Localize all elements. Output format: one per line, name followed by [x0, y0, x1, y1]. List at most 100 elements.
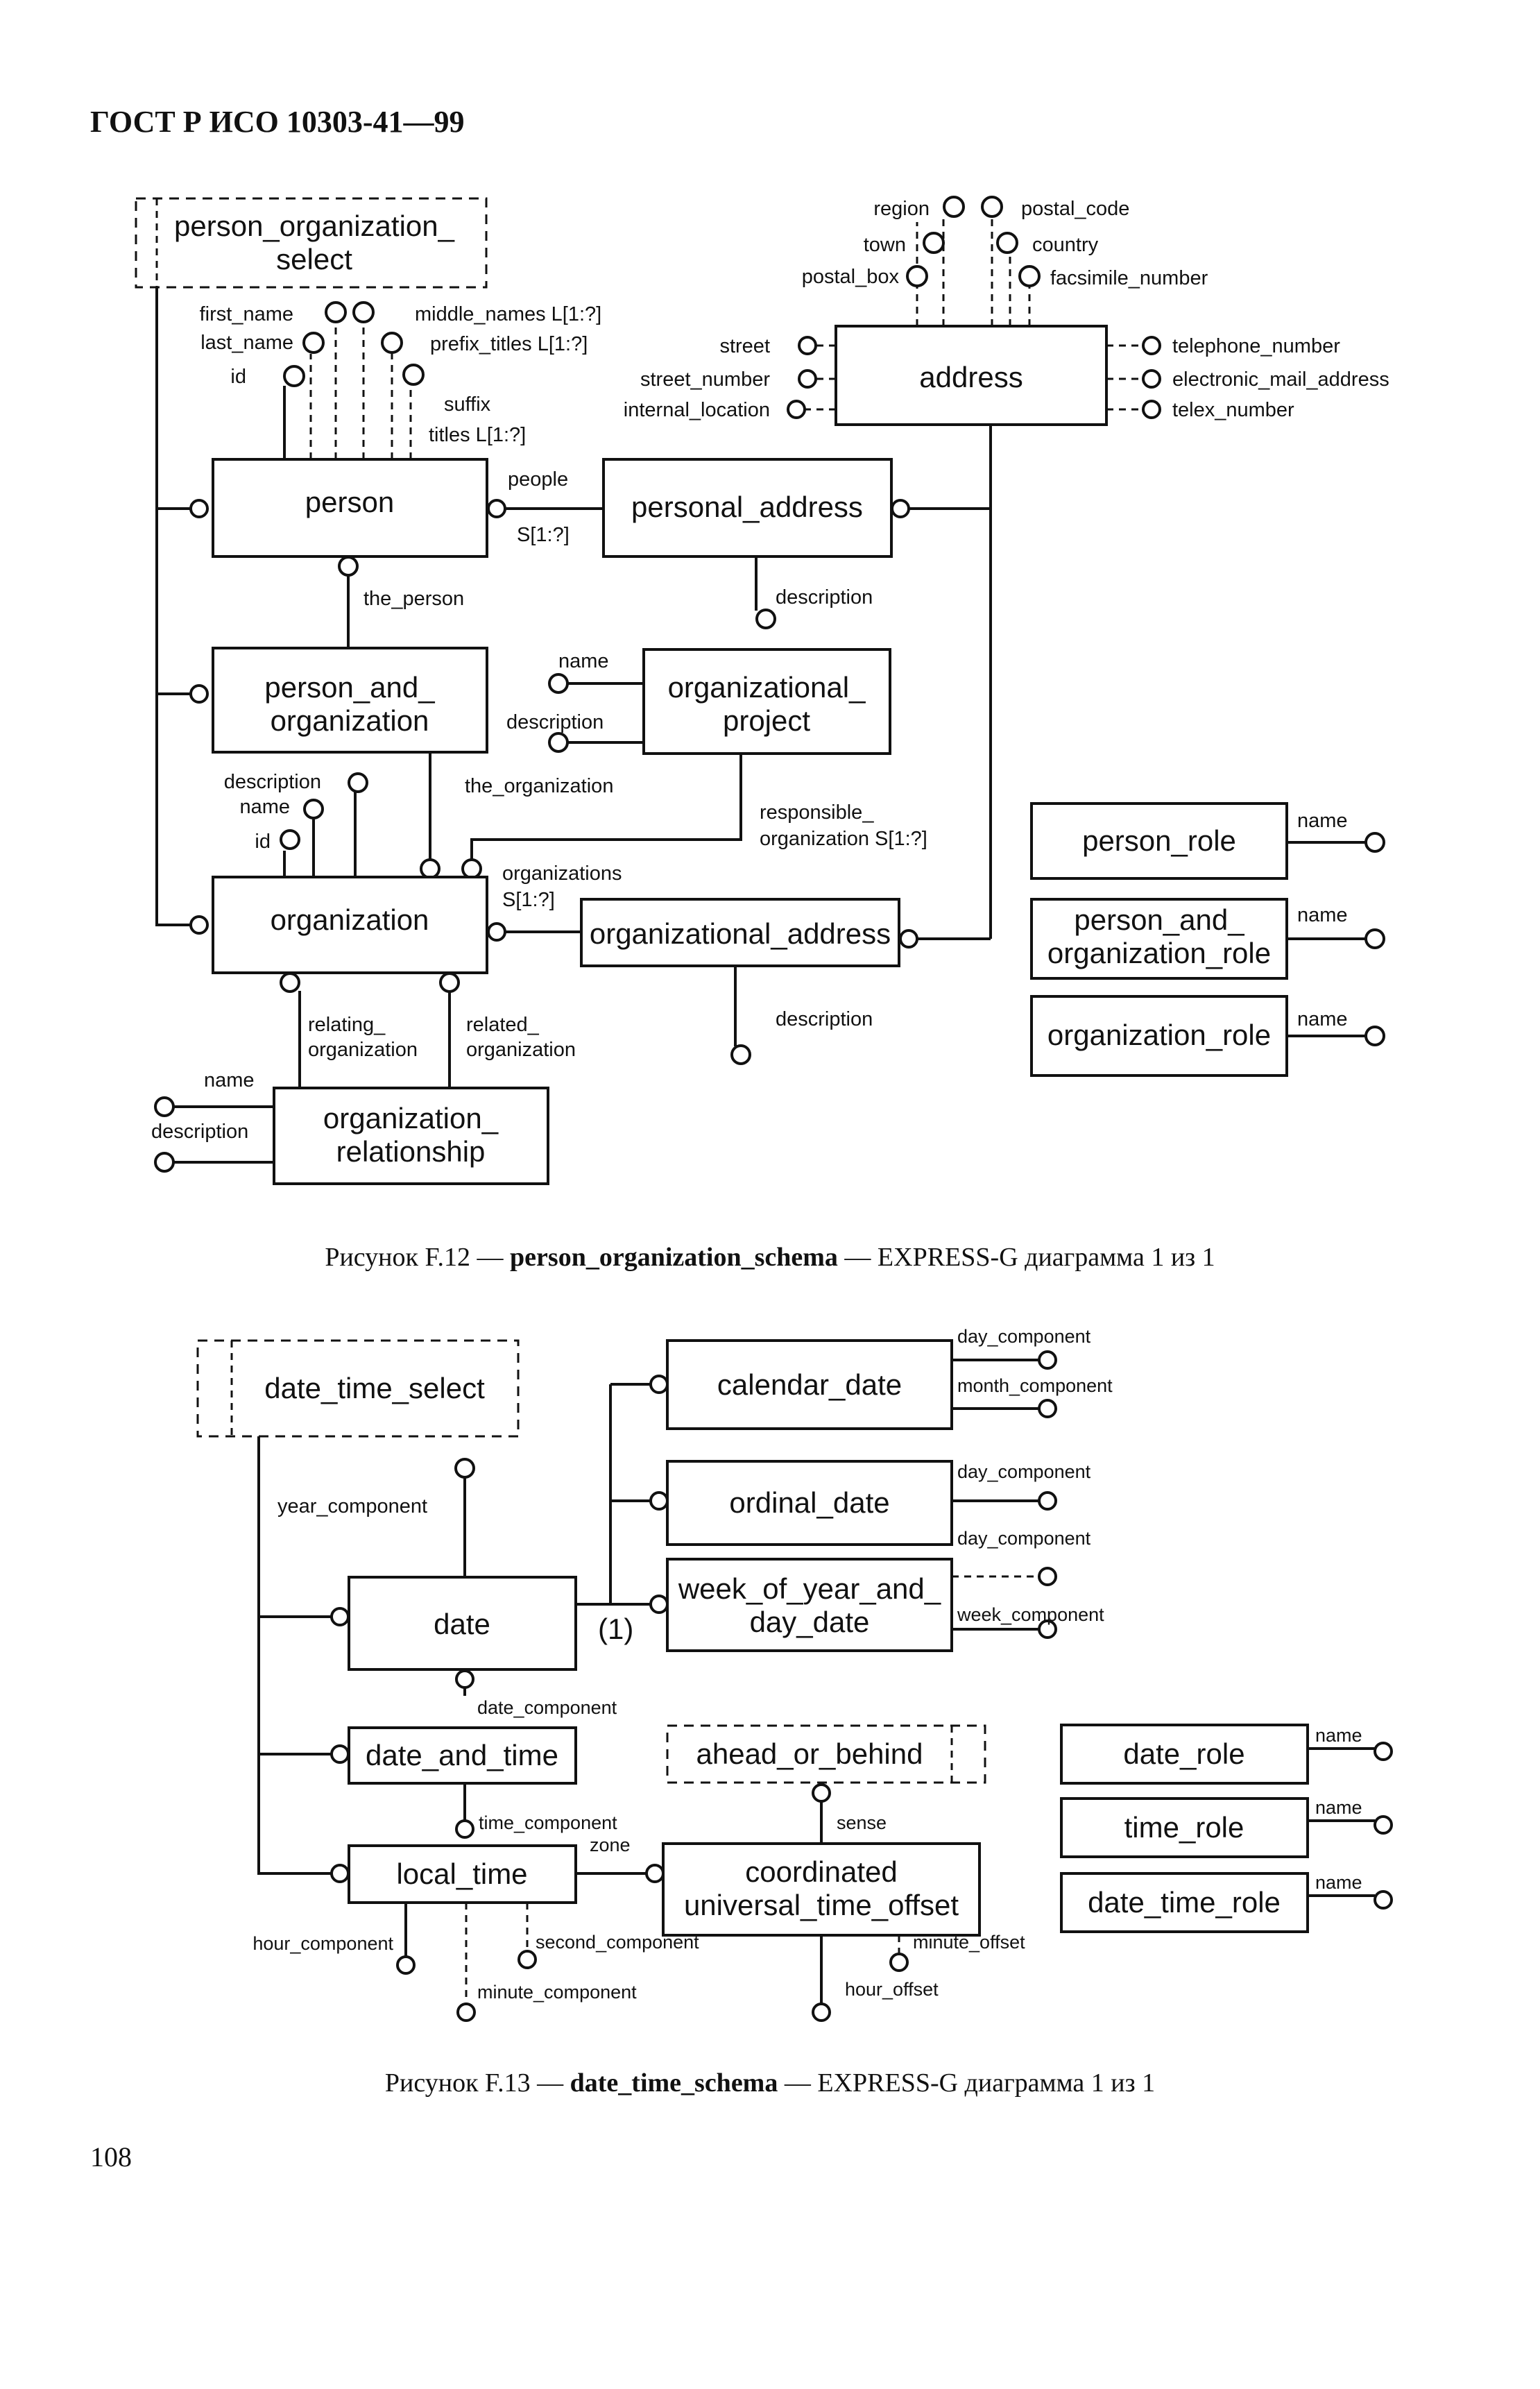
entity-ordinal-date	[666, 1460, 953, 1546]
date-role-label: date_role	[1123, 1737, 1244, 1770]
label-day-component-3: day_component	[957, 1528, 1091, 1549]
label-the-person: the_person	[363, 588, 464, 610]
label-facsimile-number: facsimile_number	[1050, 267, 1208, 289]
wy-label-2: day_date	[750, 1606, 870, 1638]
label-proj-description: description	[506, 711, 604, 733]
label-street: street	[719, 335, 770, 357]
label-suffix: suffix	[444, 393, 491, 416]
label-minute-component: minute_component	[477, 1982, 637, 2003]
label-year-component: year_component	[277, 1495, 427, 1517]
entity-address	[835, 325, 1108, 426]
label-org-description: description	[224, 771, 321, 793]
label-people-agg: S[1:?]	[517, 524, 570, 546]
label-telephone-number: telephone_number	[1172, 335, 1340, 357]
wy-label-1: week_of_year_and_	[678, 1572, 941, 1605]
entity-person-and-organization	[212, 647, 488, 754]
entity-date-time-role	[1060, 1872, 1309, 1933]
label-id: id	[230, 366, 246, 388]
date-time-select-label: date_time_select	[264, 1372, 485, 1404]
label-proj-name: name	[558, 650, 609, 672]
entity-time-role	[1060, 1797, 1309, 1858]
label-telex-number: telex_number	[1172, 399, 1294, 421]
label-time-component: time_component	[479, 1812, 617, 1833]
organization-role-label: organization_role	[1047, 1019, 1271, 1051]
label-responsible-1: responsible_	[760, 801, 874, 824]
label-relating-2: organization	[308, 1039, 418, 1061]
label-rel-name: name	[204, 1069, 255, 1091]
label-street-number: street_number	[640, 368, 770, 391]
label-day-component-2: day_component	[957, 1461, 1091, 1482]
label-people: people	[508, 468, 568, 491]
page-header: ГОСТ Р ИСО 10303-41—99	[90, 105, 465, 139]
label-the-organization: the_organization	[465, 775, 613, 797]
organization-label: organization	[271, 903, 429, 936]
label-town: town	[864, 234, 906, 256]
caption1-schema: person_organization_schema	[510, 1243, 838, 1272]
label-hour-component: hour_component	[253, 1933, 393, 1954]
or-label-1: organization_	[323, 1102, 499, 1134]
paor-label-1: person_and_	[1074, 903, 1244, 936]
paor-label-2: organization_role	[1047, 937, 1271, 969]
select-ahead-or-behind	[666, 1724, 986, 1784]
page-number: 108	[90, 2141, 132, 2173]
ahead-or-behind-label: ahead_or_behind	[696, 1737, 923, 1770]
figure-f13-diagram: date_time_select date year_component (1)…	[196, 1326, 1393, 2022]
caption2-suffix: — EXPRESS-G диаграмма 1 из 1	[778, 2068, 1156, 2098]
label-sense: sense	[837, 1812, 887, 1833]
date-and-time-label: date_and_time	[366, 1739, 558, 1771]
calendar-date-label: calendar_date	[717, 1368, 902, 1401]
date-time-role-label: date_time_role	[1088, 1886, 1281, 1919]
label-date-role-name: name	[1315, 1725, 1362, 1746]
op-label-2: project	[723, 704, 810, 737]
person-role-label: person_role	[1082, 824, 1236, 857]
label-minute-offset: minute_offset	[913, 1932, 1025, 1953]
op-label-1: organizational_	[668, 671, 866, 704]
select-label-1: person_organization_	[174, 210, 455, 242]
label-rel-description: description	[151, 1121, 248, 1143]
ordinal-date-label: ordinal_date	[729, 1486, 889, 1519]
label-last-name: last_name	[200, 332, 293, 354]
caption2-schema: date_time_schema	[570, 2068, 778, 2098]
entity-personal-address	[602, 458, 893, 558]
caption2-prefix: Рисунок F.13 —	[384, 2068, 570, 2098]
cuto-label-1: coordinated	[745, 1855, 898, 1888]
label-prefix-titles: prefix_titles L[1:?]	[430, 333, 588, 355]
label-postal-box: postal_box	[802, 266, 900, 288]
local-time-label: local_time	[396, 1857, 527, 1890]
label-time-role-name: name	[1315, 1797, 1362, 1818]
label-suffix-titles: titles L[1:?]	[429, 424, 526, 446]
label-hour-offset: hour_offset	[845, 1979, 939, 2000]
label-month-component: month_component	[957, 1375, 1113, 1396]
label-pa-description: description	[776, 586, 873, 609]
entity-week-of-year-and-day-date	[666, 1558, 953, 1652]
select-person-organization-select	[135, 197, 488, 289]
personal-address-label: personal_address	[631, 491, 863, 523]
cuto-label-2: universal_time_offset	[684, 1889, 959, 1921]
time-role-label: time_role	[1124, 1811, 1244, 1844]
label-organizations-agg: S[1:?]	[502, 889, 555, 911]
label-country: country	[1032, 234, 1099, 256]
or-label-2: relationship	[336, 1135, 486, 1168]
entity-person-role	[1030, 802, 1288, 880]
organizational-address-label: organizational_address	[590, 917, 891, 950]
label-org-id: id	[255, 831, 271, 853]
entity-organizational-project	[642, 648, 891, 755]
label-responsible-2: organization S[1:?]	[760, 828, 927, 850]
label-electronic-mail-address: electronic_mail_address	[1172, 368, 1389, 391]
pao-label-2: organization	[271, 704, 429, 737]
label-zone: zone	[590, 1835, 631, 1855]
select-label-2: select	[276, 243, 352, 275]
entity-organization-relationship	[273, 1087, 549, 1185]
label-organizations: organizations	[502, 862, 622, 885]
label-org-name: name	[239, 796, 290, 818]
label-one-of: (1)	[598, 1613, 633, 1645]
date-label: date	[434, 1608, 490, 1640]
label-related-1: related_	[466, 1014, 540, 1036]
figure-f12-caption: Рисунок F.12 — person_organization_schem…	[0, 1242, 1540, 1273]
entity-organizational-address	[580, 898, 900, 967]
label-day-component-1: day_component	[957, 1326, 1091, 1347]
caption1-prefix: Рисунок F.12 —	[325, 1243, 511, 1272]
label-paor-name: name	[1297, 904, 1348, 926]
label-date-component: date_component	[477, 1697, 617, 1718]
